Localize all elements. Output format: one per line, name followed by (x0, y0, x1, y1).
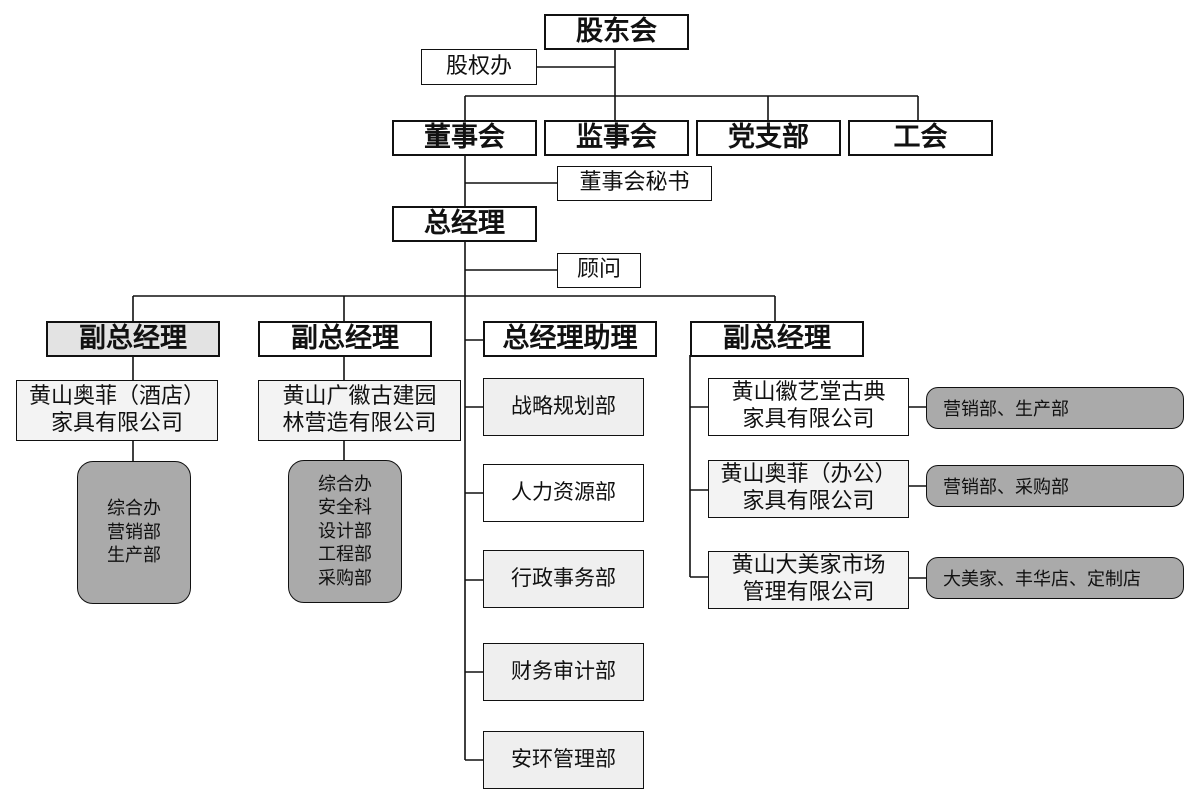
company-dameijia-node: 黄山大美家市场 管理有限公司 (708, 551, 909, 609)
dept-hr-node: 人力资源部 (483, 464, 644, 522)
company-guanghui-departments: 综合办 安全科 设计部 工程部 采购部 (288, 460, 402, 603)
labor-union-node: 工会 (848, 120, 993, 156)
equity-office-node: 股权办 (421, 49, 537, 85)
company-huiyitang-node: 黄山徽艺堂古典 家具有限公司 (708, 378, 909, 436)
company-aofei-hotel-departments: 综合办 营销部 生产部 (77, 461, 191, 604)
supervisory-board-node: 监事会 (544, 120, 689, 156)
shareholders-node: 股东会 (544, 14, 689, 50)
company-aofei-office-node: 黄山奥菲（办公） 家具有限公司 (708, 460, 909, 518)
gm-assistant-node: 总经理助理 (483, 321, 657, 357)
dept-strategy-node: 战略规划部 (483, 378, 644, 436)
party-branch-node: 党支部 (696, 120, 841, 156)
dept-finance-audit-node: 财务审计部 (483, 643, 644, 701)
vice-gm-middle-node: 副总经理 (258, 321, 432, 357)
company-aofei-hotel-node: 黄山奥菲（酒店） 家具有限公司 (16, 380, 218, 441)
company-huiyitang-units: 营销部、生产部 (926, 387, 1184, 429)
company-dameijia-units: 大美家、丰华店、定制店 (926, 557, 1184, 599)
dept-admin-node: 行政事务部 (483, 550, 644, 608)
advisor-node: 顾问 (557, 253, 641, 288)
dept-safety-env-node: 安环管理部 (483, 731, 644, 789)
company-aofei-office-units: 营销部、采购部 (926, 465, 1184, 507)
general-manager-node: 总经理 (392, 206, 537, 242)
board-secretary-node: 董事会秘书 (557, 166, 712, 201)
company-guanghui-node: 黄山广徽古建园 林营造有限公司 (258, 380, 461, 441)
vice-gm-left-node: 副总经理 (46, 321, 220, 357)
board-of-directors-node: 董事会 (392, 120, 537, 156)
vice-gm-right-node: 副总经理 (690, 321, 864, 357)
